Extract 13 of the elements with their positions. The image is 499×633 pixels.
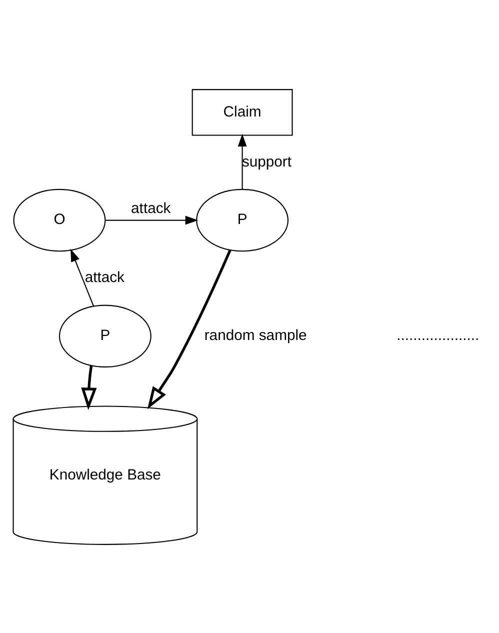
node-ellipse: O xyxy=(12,188,106,252)
node-ellipse: P xyxy=(58,304,151,367)
arrow xyxy=(146,249,231,409)
node-box: Claim xyxy=(191,88,292,136)
arrow xyxy=(80,364,96,410)
arrow xyxy=(70,248,94,306)
edge-label: random sample xyxy=(204,328,306,344)
edge-label: attack xyxy=(84,270,124,286)
node-ellipse: P xyxy=(196,188,288,252)
arrow xyxy=(237,133,246,189)
edge-label: attack xyxy=(130,200,170,217)
label: .................... xyxy=(396,328,479,344)
arrow xyxy=(105,215,198,224)
